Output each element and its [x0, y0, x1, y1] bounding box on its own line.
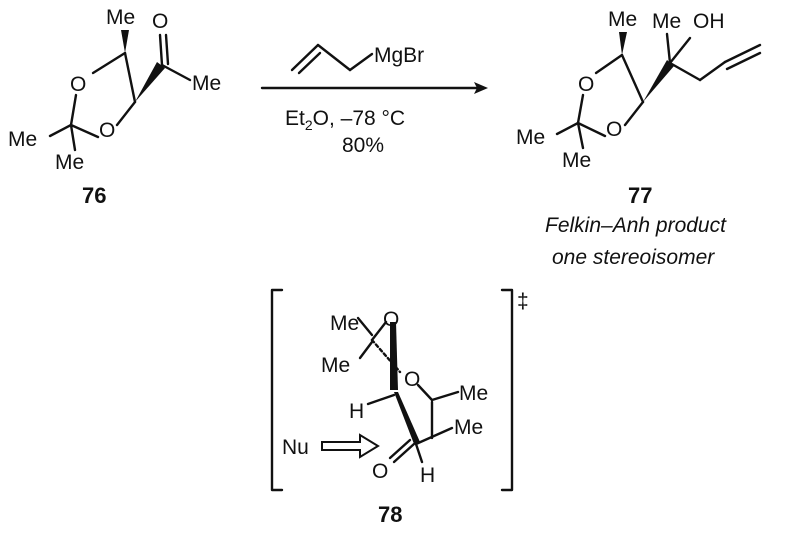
- ts-dagger: ‡: [517, 290, 529, 313]
- reactant-gem-me-2: Me: [55, 151, 84, 174]
- product-caption-line-1: Felkin–Anh product: [545, 214, 727, 237]
- ts-me-1: Me: [330, 312, 359, 335]
- product-gem-me-1: Me: [516, 126, 545, 149]
- ts-me-3: Me: [459, 382, 488, 405]
- reactant-me-top: Me: [106, 6, 135, 29]
- reactant-76-bonds: [48, 30, 192, 152]
- product-oh: OH: [693, 10, 725, 33]
- ts-me-4: Me: [454, 416, 483, 439]
- reaction-solvent-temperature: Et2O, –78 °C: [285, 107, 405, 133]
- ts-carbonyl-o: O: [372, 460, 388, 483]
- ts-me-2: Me: [321, 354, 350, 377]
- ts-bonds: [356, 316, 460, 464]
- reaction-yield: 80%: [342, 134, 384, 157]
- reactant-ketone-me: Me: [192, 72, 221, 95]
- product-me-top: Me: [608, 8, 637, 31]
- allyl-grignard-skeleton: [290, 43, 374, 75]
- ts-o-1: O: [383, 308, 399, 331]
- product-ring-o-1: O: [578, 73, 594, 96]
- product-ring-o-2: O: [606, 118, 622, 141]
- product-77: Me Me OH O O Me Me 77 Felkin–Anh product…: [516, 8, 762, 269]
- reaction-arrow: [260, 82, 488, 94]
- compound-number-76: 76: [82, 183, 106, 208]
- transition-state-78: ‡: [270, 288, 529, 527]
- reagent-mgbr: MgBr: [374, 44, 424, 67]
- compound-number-78: 78: [378, 502, 402, 527]
- product-caption-line-2: one stereoisomer: [552, 246, 715, 269]
- ts-nucleophile: Nu: [282, 436, 309, 459]
- reactant-ring-o-1: O: [70, 73, 86, 96]
- reactant-ring-o-2: O: [99, 119, 115, 142]
- ts-brackets: [270, 288, 514, 492]
- reaction-conditions: MgBr Et2O, –78 °C 80%: [260, 43, 488, 157]
- product-gem-me-2: Me: [562, 149, 591, 172]
- ts-h-1: H: [349, 400, 364, 423]
- reactant-76: Me O Me O O Me Me 76: [8, 6, 221, 208]
- reactant-gem-me-1: Me: [8, 128, 37, 151]
- nucleophile-attack-arrow: [321, 433, 380, 459]
- product-carbinol-me: Me: [652, 10, 681, 33]
- compound-number-77: 77: [628, 183, 652, 208]
- ts-h-2: H: [420, 464, 435, 487]
- product-77-bonds: [555, 32, 762, 150]
- ts-o-2: O: [404, 368, 420, 391]
- reactant-carbonyl-o: O: [152, 10, 168, 33]
